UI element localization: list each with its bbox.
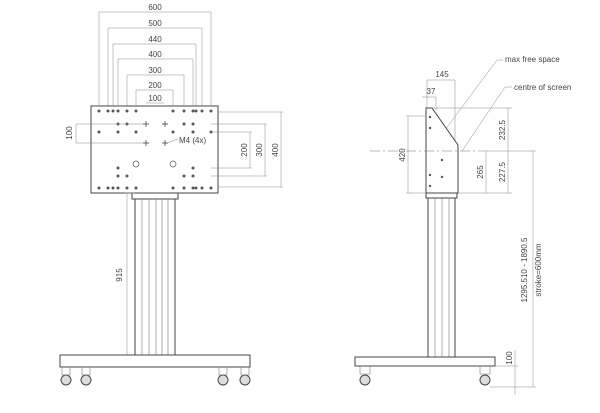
height-range: 1295.510 - 1890.5 <box>520 237 529 302</box>
dim-145: 145 <box>435 70 449 79</box>
side-column-head <box>425 192 458 199</box>
dim-227-5: 227.5 <box>498 161 507 182</box>
side-bracket <box>425 107 459 194</box>
stroke-label: stroke=600mm <box>534 243 543 296</box>
column-head <box>131 192 179 200</box>
dim-left-100: 100 <box>65 126 74 140</box>
dim-200: 200 <box>148 81 162 90</box>
dim-base-100: 100 <box>505 351 514 365</box>
width-dimensions: 600 500 440 400 300 200 100 <box>98 3 212 108</box>
dim-232-5: 232.5 <box>498 119 507 140</box>
dim-300: 300 <box>148 66 162 75</box>
dim-100: 100 <box>148 94 162 103</box>
dim-height-300: 300 <box>255 143 264 157</box>
base <box>59 354 251 368</box>
side-column <box>427 197 456 358</box>
dim-400: 400 <box>148 50 162 59</box>
plate-holes <box>97 109 213 190</box>
dim-37: 37 <box>427 87 436 96</box>
dim-440: 440 <box>148 35 162 44</box>
thread-label: M4 (4x) <box>179 136 206 145</box>
dim-500: 500 <box>148 19 162 28</box>
castors <box>60 367 251 386</box>
dim-height-400: 400 <box>271 143 280 157</box>
dim-height-200: 200 <box>240 143 249 157</box>
front-view: 600 500 440 400 300 200 100 M4 (4x) 100 <box>59 3 283 386</box>
column <box>134 198 176 356</box>
vesa-plate <box>90 105 219 194</box>
dim-915: 915 <box>115 268 124 282</box>
centre-of-screen-label: centre of screen <box>514 83 571 92</box>
dim-600: 600 <box>148 3 162 12</box>
max-free-space-label: max free space <box>505 55 560 64</box>
dim-420: 420 <box>398 148 407 162</box>
side-base <box>354 356 496 367</box>
side-view: 145 37 max free space centre of screen 4… <box>354 55 571 395</box>
dim-265: 265 <box>476 165 485 179</box>
